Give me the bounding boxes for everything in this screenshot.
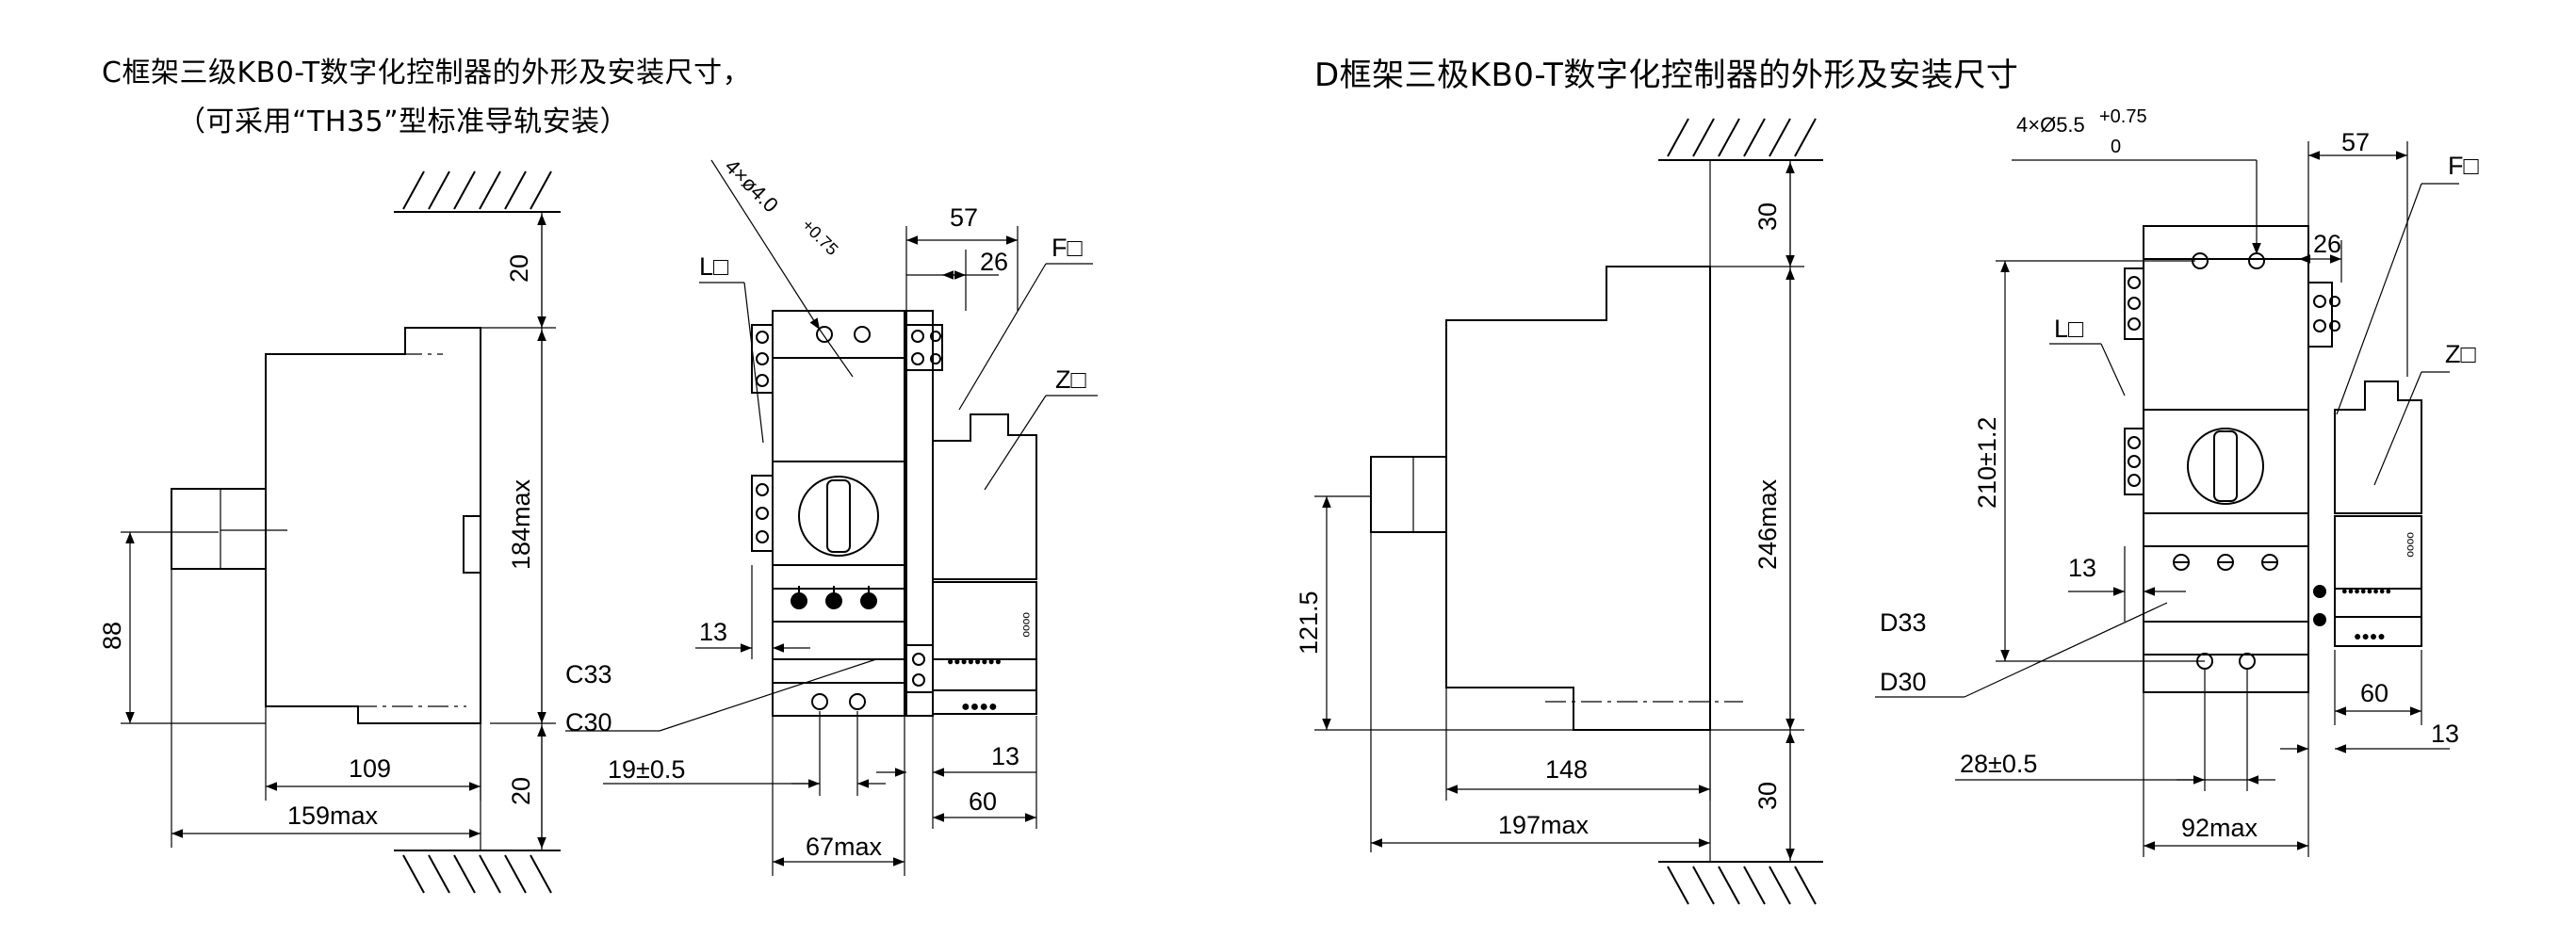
panel-c-dim-mount: 88 bbox=[98, 622, 126, 650]
panel-d-side-view bbox=[1314, 118, 1823, 905]
panel-d-dim-13-right: 13 bbox=[2431, 720, 2459, 748]
svg-text:●●●●●●●●: ●●●●●●●● bbox=[2341, 586, 2391, 597]
panel-d-dim-60: 60 bbox=[2360, 679, 2389, 707]
panel-c-dim-height: 184max bbox=[507, 478, 535, 570]
panel-d-dim-height: 246max bbox=[1753, 478, 1782, 570]
panel-c-front-view: ●●●● ●●●●●●●● oooo bbox=[565, 159, 1098, 876]
svg-text:oooo: oooo bbox=[1020, 612, 1034, 638]
panel-d-title: D框架三极KB0-T数字化控制器的外形及安装尺寸 bbox=[1314, 57, 2019, 94]
panel-d-label-D33: D33 bbox=[1880, 608, 1927, 637]
panel-d-front-view: ●●●●●●●● ●●●● oooo bbox=[1875, 141, 2459, 857]
panel-d-dim-28: 28±0.5 bbox=[1960, 750, 2037, 778]
panel-d-label-F: F□ bbox=[2448, 152, 2479, 180]
panel-c-dim-depth-inner: 109 bbox=[349, 754, 391, 783]
panel-d-dim-13-left: 13 bbox=[2068, 554, 2096, 582]
panel-d-hole-note: 4×Ø5.5 bbox=[2016, 113, 2085, 137]
panel-d-hole-tol-upper: +0.75 bbox=[2099, 106, 2147, 127]
panel-d-dim-bottom: 30 bbox=[1753, 782, 1782, 810]
panel-c-dim-60: 60 bbox=[969, 787, 997, 816]
panel-c-title: C框架三级KB0-T数字化控制器的外形及安装尺寸， bbox=[102, 57, 752, 89]
panel-c-dim-bottom: 20 bbox=[507, 777, 535, 805]
panel-c-subtitle: （可采用“TH35”型标准导轨安装） bbox=[177, 105, 629, 138]
panel-d-dim-57: 57 bbox=[2341, 128, 2370, 156]
panel-c-dim-57: 57 bbox=[950, 203, 978, 232]
panel-d-dim-depth-inner: 148 bbox=[1545, 755, 1588, 784]
panel-c-dim-top: 20 bbox=[505, 254, 533, 283]
panel-c-label-C30: C30 bbox=[565, 708, 612, 737]
panel-d-dim-depth-total: 197max bbox=[1498, 811, 1590, 839]
panel-c-label-L: L□ bbox=[699, 252, 729, 281]
panel-d-label-D30: D30 bbox=[1880, 668, 1927, 696]
panel-c-dim-13-right: 13 bbox=[991, 742, 1019, 770]
panel-c-dim-19: 19±0.5 bbox=[608, 755, 685, 784]
panel-d-hole-tol-lower: 0 bbox=[2111, 137, 2121, 157]
panel-c-hole-note: 4×ø4.0 bbox=[720, 154, 783, 218]
panel-d-dim-26: 26 bbox=[2313, 230, 2341, 258]
panel-d-dim-top: 30 bbox=[1753, 202, 1782, 231]
svg-text:●●●●: ●●●● bbox=[961, 699, 998, 715]
svg-text:●●●●: ●●●● bbox=[2354, 628, 2386, 643]
panel-d-label-Z: Z□ bbox=[2445, 340, 2476, 368]
panel-d-dim-92: 92max bbox=[2181, 814, 2258, 842]
panel-c-label-C33: C33 bbox=[565, 660, 612, 688]
panel-c-dim-67: 67max bbox=[806, 833, 883, 861]
svg-text:oooo: oooo bbox=[2405, 532, 2418, 558]
panel-d-dim-mount: 121.5 bbox=[1295, 591, 1323, 655]
panel-c-hole-tol: +0.75 bbox=[798, 216, 841, 259]
panel-d-dim-210: 210±1.2 bbox=[1973, 417, 2001, 509]
panel-c-dim-depth-total: 159max bbox=[287, 801, 379, 830]
panel-c-side-view bbox=[121, 170, 561, 894]
svg-text:●●●●●●●●: ●●●●●●●● bbox=[947, 655, 1002, 668]
panel-c-label-F: F□ bbox=[1052, 234, 1083, 262]
panel-c-dim-13-left: 13 bbox=[699, 618, 727, 646]
panel-c-dim-26: 26 bbox=[980, 248, 1008, 276]
panel-d-label-L: L□ bbox=[2054, 315, 2084, 343]
panel-c-label-Z: Z□ bbox=[1055, 365, 1086, 394]
